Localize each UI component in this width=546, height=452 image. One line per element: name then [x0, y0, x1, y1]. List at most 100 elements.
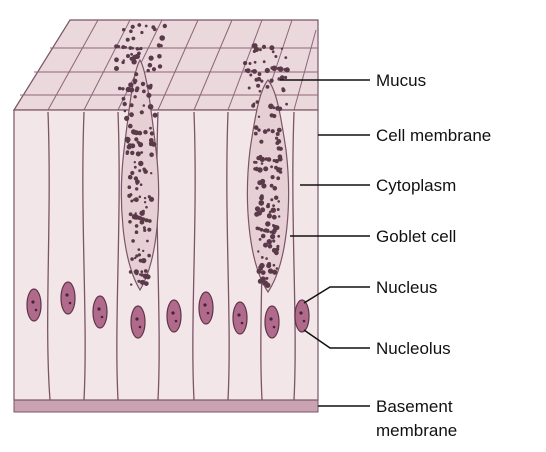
mucus-granule — [258, 200, 265, 206]
mucus-granule — [270, 175, 275, 180]
mucus-granule — [128, 46, 133, 50]
mucus-granule — [284, 56, 288, 59]
mucus-granule — [135, 47, 140, 51]
mucus-granule — [259, 262, 265, 269]
mucus-granule — [280, 47, 284, 50]
mucus-granule — [285, 102, 288, 106]
mucus-granule — [270, 129, 275, 134]
label-basement-line2: membrane — [376, 421, 457, 440]
mucus-granule — [272, 263, 276, 267]
mucus-granule — [139, 183, 143, 186]
nucleus-8 — [264, 305, 280, 339]
mucus-granule — [135, 187, 139, 191]
mucus-granule — [141, 281, 145, 284]
mucus-granule — [259, 48, 262, 52]
mucus-granule — [142, 249, 145, 253]
mucus-granule — [266, 239, 272, 245]
mucus-granule — [278, 157, 283, 161]
mucus-granule — [257, 167, 263, 173]
mucus-granule — [278, 146, 283, 151]
mucus-granule — [129, 103, 134, 108]
mucus-granule — [272, 186, 278, 191]
mucus-granule — [130, 170, 135, 176]
mucus-granule — [260, 270, 266, 275]
mucus-granule — [257, 250, 260, 253]
mucus-granule — [260, 256, 264, 259]
leader-nucleolus — [303, 329, 370, 349]
label-mucus: Mucus — [376, 71, 426, 90]
mucus-granule — [143, 281, 149, 286]
mucus-granule — [128, 270, 133, 274]
nucleus-9 — [294, 299, 310, 333]
nucleoli — [31, 293, 306, 329]
mucus-granule — [134, 88, 139, 93]
mucus-granule — [134, 197, 139, 203]
mucus-granule — [245, 68, 251, 74]
mucus-granule — [142, 226, 146, 230]
mucus-granule — [122, 101, 127, 107]
mucus-granule — [278, 170, 283, 174]
mucus-granule — [271, 50, 275, 54]
mucus-granule — [253, 160, 257, 164]
mucus-granule — [265, 276, 269, 280]
mucus-granule — [139, 210, 145, 216]
mucus-granule — [269, 78, 274, 83]
mucus-granule — [127, 185, 132, 189]
mucus-granule — [143, 169, 148, 174]
mucus-granule — [144, 24, 148, 28]
mucus-granule — [253, 125, 259, 130]
mucus-granule — [159, 44, 163, 48]
mucus-granule — [114, 44, 119, 49]
mucus-granule — [134, 230, 139, 234]
mucus-granule — [126, 54, 130, 58]
mucus-granule — [129, 193, 133, 197]
mucus-granule — [267, 244, 273, 249]
mucus-granule — [130, 150, 135, 156]
mucus-granule — [138, 160, 144, 167]
mucus-granule — [124, 46, 127, 49]
mucus-granule — [259, 195, 264, 201]
mucus-granule — [265, 85, 270, 89]
mucus-granule — [128, 87, 135, 93]
mucus-granule — [265, 221, 271, 227]
mucus-granule — [133, 165, 137, 169]
nucleus-2 — [60, 281, 76, 315]
mucus-granule — [267, 213, 272, 218]
mucus-granule — [277, 200, 281, 203]
mucus-granule — [279, 75, 285, 80]
mucus-granule — [143, 196, 147, 200]
mucus-granule — [138, 195, 142, 199]
mucus-granule — [259, 139, 264, 144]
mucus-granule — [270, 165, 273, 169]
mucus-granule — [145, 205, 148, 209]
mucus-granule — [129, 56, 134, 61]
mucus-granule — [137, 253, 141, 257]
mucus-granule — [267, 268, 274, 274]
mucus-granule — [128, 212, 133, 217]
mucus-granule — [142, 89, 146, 94]
mucus-granule — [277, 234, 281, 238]
mucus-granule — [253, 46, 260, 53]
mucus-granule — [135, 182, 139, 185]
mucus-granule — [262, 60, 266, 64]
mucus-granule — [274, 250, 279, 256]
cell-membranes — [47, 111, 296, 401]
mucus-granule — [260, 207, 266, 213]
mucus-granule — [147, 62, 153, 68]
mucus-granule — [128, 123, 133, 129]
mucus-granule — [129, 82, 133, 87]
mucus-granule — [151, 67, 157, 72]
mucus-granule — [274, 195, 279, 200]
mucus-granule — [134, 224, 139, 228]
mucus-granule — [130, 143, 136, 149]
mucus-granule — [138, 216, 143, 221]
mucus-granule — [124, 115, 130, 121]
mucus-granule — [117, 45, 121, 48]
mucus-granule — [121, 45, 126, 50]
nucleus-3 — [92, 295, 108, 329]
mucus-granule — [257, 128, 261, 132]
mucus-granule — [128, 220, 132, 224]
mucus-granule — [132, 78, 138, 84]
mucus-granule — [258, 89, 262, 93]
